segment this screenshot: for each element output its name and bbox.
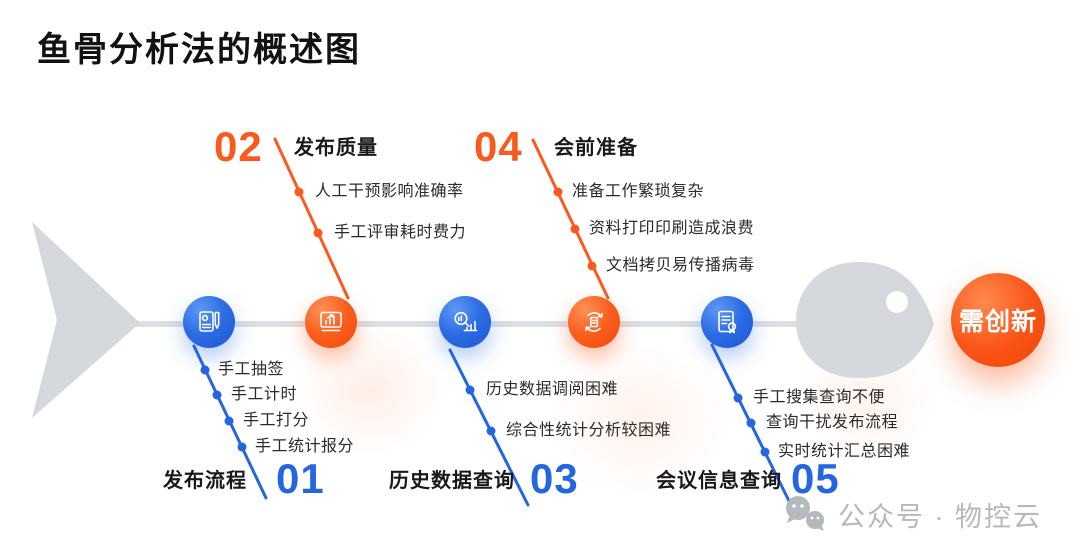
fish-tail	[32, 222, 140, 418]
branch-label-history-query: 历史数据查询	[389, 470, 515, 492]
branch-number-02: 02	[214, 123, 263, 170]
branch-item: 手工抽签	[218, 361, 285, 378]
search-stats-icon	[454, 311, 478, 332]
branch-item: 人工干预影响准确率	[315, 183, 464, 200]
top-branch-lines	[273, 137, 610, 300]
branch-label-meeting-info-query: 会议信息查询	[656, 470, 782, 492]
branch-line-02	[273, 137, 350, 300]
branch-item: 综合性统计分析较困难	[506, 422, 672, 439]
branch-number-01: 01	[276, 455, 325, 502]
branch-item: 历史数据调阅困难	[486, 381, 619, 398]
branch-number-04: 04	[474, 123, 523, 170]
branch-item: 手工打分	[243, 412, 310, 429]
branch-item: 手工统计报分	[255, 438, 355, 455]
fish-head	[796, 262, 934, 378]
chart-growth-icon	[320, 311, 342, 332]
branch-number-05: 05	[791, 455, 840, 502]
innovation-badge: 需创新	[951, 273, 1045, 367]
branch-label-pre-meeting: 会前准备	[554, 137, 638, 159]
node-05	[701, 296, 753, 348]
node-02	[305, 296, 357, 348]
node-01	[183, 296, 235, 348]
register-book-icon	[199, 311, 220, 332]
watermark: 公众号 · 物控云	[782, 494, 1042, 534]
branch-item: 文档拷贝易传播病毒	[606, 257, 755, 274]
fish-eye	[886, 291, 908, 313]
branch-item: 手工评审耗时费力	[334, 224, 467, 241]
document-exchange-icon	[585, 312, 603, 332]
node-04	[568, 296, 620, 348]
innovation-badge-label: 需创新	[958, 308, 1037, 336]
branch-item: 手工计时	[231, 386, 298, 403]
watermark-text: 公众号 · 物控云	[838, 501, 1042, 532]
branch-item: 资料打印印刷造成浪费	[589, 220, 755, 237]
page-title: 鱼骨分析法的概述图	[37, 31, 361, 69]
branch-item: 准备工作繁琐复杂	[572, 183, 705, 200]
branch-line-04	[531, 138, 610, 300]
branch-item: 手工搜集查询不便	[753, 389, 886, 406]
certified-document-icon	[718, 310, 737, 334]
orange-branch-dots	[294, 187, 597, 271]
branch-item: 查询干扰发布流程	[766, 414, 899, 431]
branch-label-release-quality: 发布质量	[294, 137, 378, 159]
branch-label-release-process: 发布流程	[163, 470, 247, 492]
blue-branch-dots	[200, 365, 770, 457]
wechat-icon	[786, 496, 824, 531]
node-03	[439, 296, 491, 348]
branch-item: 实时统计汇总困难	[778, 443, 911, 460]
branch-number-03: 03	[530, 455, 579, 502]
